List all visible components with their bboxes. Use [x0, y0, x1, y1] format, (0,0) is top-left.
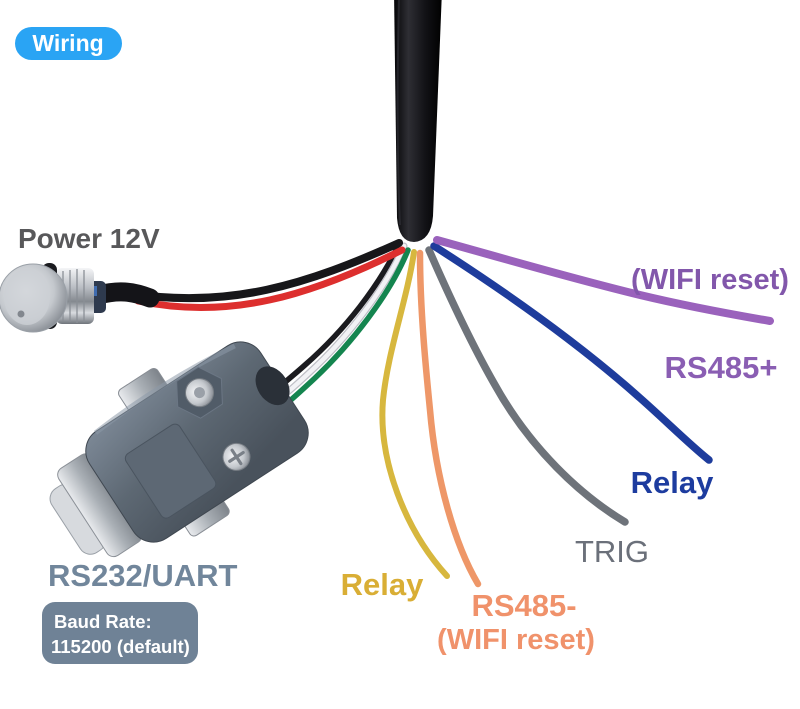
wifi-reset-top-label: (WIFI reset) — [631, 264, 789, 296]
relay-blue-label: Relay — [631, 465, 714, 500]
cable-highlight — [396, 0, 401, 226]
baud-rate-line1: Baud Rate: — [54, 611, 152, 632]
cable-entry-hole — [255, 366, 290, 406]
power-12v-label: Power 12V — [18, 223, 160, 254]
relay-yellow-wire — [379, 249, 450, 579]
db9-recessed-panel — [124, 423, 217, 519]
baud-rate-pill — [42, 602, 198, 664]
power-connector — [0, 263, 160, 333]
rs485-minus-label: RS485- — [471, 588, 576, 623]
rs485-plus-label: RS485+ — [665, 350, 778, 385]
power-red-wire — [134, 246, 406, 312]
hex-nut-center — [194, 387, 206, 399]
wiring-badge-pill — [15, 27, 122, 60]
baud-rate-badge: Baud Rate: 115200 (default) — [42, 602, 198, 664]
power-black-wire — [124, 239, 403, 303]
main-cable — [394, 0, 442, 242]
trig-wire — [425, 246, 629, 526]
relay-yellow-label: Relay — [341, 567, 424, 602]
db9-top-highlight — [94, 343, 236, 435]
main-cable-body — [394, 0, 442, 242]
flange-screw-dot — [17, 310, 25, 318]
rs232-uart-label: RS232/UART — [48, 558, 238, 593]
baud-rate-line2: 115200 (default) — [51, 636, 190, 657]
power-wire-pair — [124, 239, 406, 312]
relay-blue-wire — [430, 242, 713, 464]
wiring-badge: Wiring — [15, 27, 122, 60]
wiring-badge-label: Wiring — [32, 30, 103, 56]
rs485-minus-wire — [416, 249, 482, 588]
wifi-reset-bottom-label: (WIFI reset) — [437, 624, 595, 656]
db9-connector — [49, 341, 309, 558]
philips-cross — [228, 448, 245, 466]
uart-black-wire — [271, 239, 403, 395]
wifi-reset-purple-wire — [433, 236, 774, 325]
flange-face — [4, 269, 50, 325]
trig-label: TRIG — [575, 534, 649, 569]
